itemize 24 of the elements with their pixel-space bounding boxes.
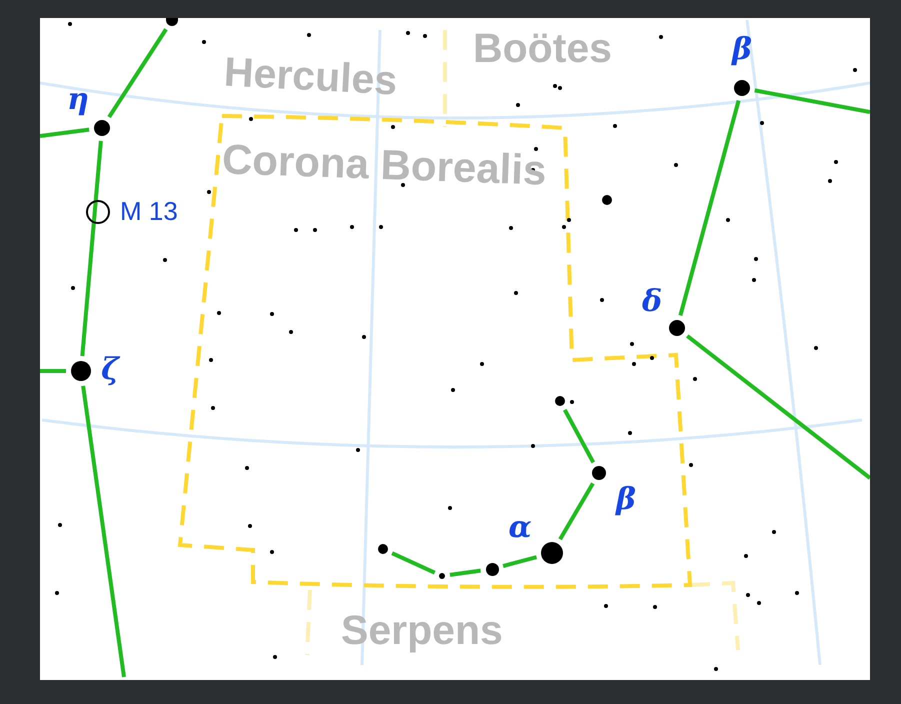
star-label: β	[616, 485, 636, 515]
constellation-line	[558, 482, 595, 540]
constellation-line	[81, 386, 126, 678]
constellation-name: Serpens	[341, 610, 503, 651]
constellation-line	[80, 140, 103, 356]
constellation-line	[754, 88, 870, 114]
constellation-line	[678, 100, 741, 316]
constellation-name: Corona Borealis	[221, 138, 548, 192]
constellation-line	[391, 551, 436, 574]
star-label: α	[508, 513, 532, 543]
constellation-line	[40, 369, 66, 373]
star-label: ζ	[101, 355, 119, 385]
star-label: β	[732, 35, 752, 65]
star-label: δ	[642, 287, 662, 317]
constellation-line	[450, 568, 481, 577]
constellation-name: Boötes	[473, 28, 612, 69]
cluster-label: M 13	[120, 198, 178, 224]
constellation-line	[563, 408, 596, 464]
constellation-line	[686, 334, 870, 480]
star-label: η	[67, 85, 89, 115]
constellation-line	[502, 555, 538, 568]
constellation-line	[40, 128, 90, 138]
constellation-name: Hercules	[223, 52, 398, 102]
constellation-line	[107, 28, 168, 118]
